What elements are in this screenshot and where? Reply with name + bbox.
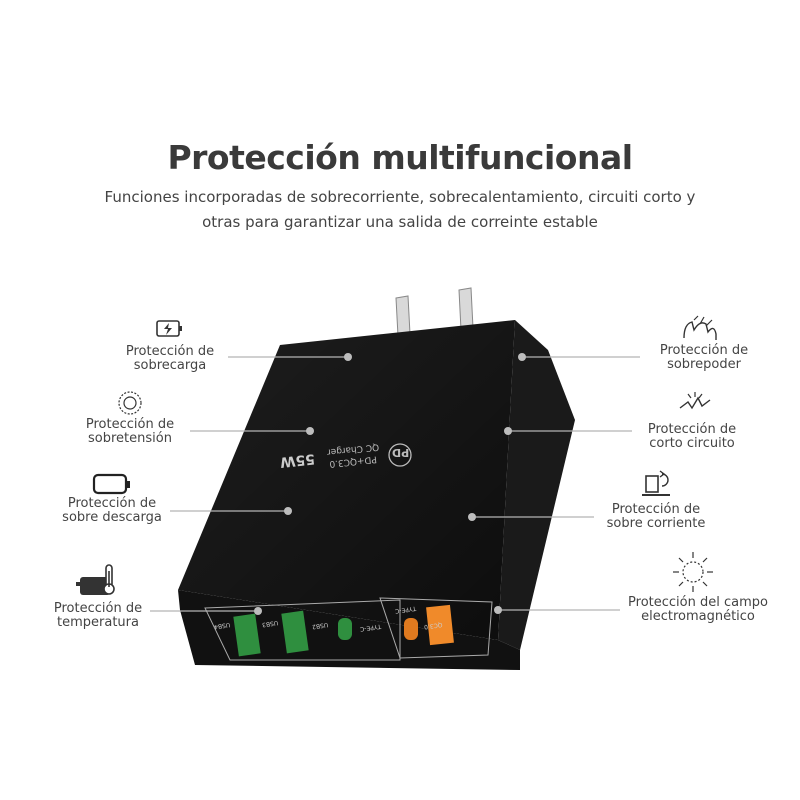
current-icon: [642, 470, 670, 496]
feature-overdischarge: Protección de sobre descarga: [50, 497, 174, 525]
battery-bolt-icon: [156, 320, 182, 337]
feature-line-2: sobre descarga: [62, 510, 162, 525]
feature-line-1: Protección de: [611, 502, 701, 517]
thermometer-icon: [76, 564, 115, 595]
feature-line-2: sobrepoder: [667, 357, 741, 372]
feature-line-1: Protección de: [53, 601, 143, 616]
feature-line-1: Protección del campo: [628, 595, 768, 610]
feature-line-2: sobre corriente: [606, 516, 706, 531]
feature-line-1: Protección de: [85, 417, 175, 432]
feature-line-2: temperatura: [57, 615, 139, 630]
feature-line-1: Protección de: [647, 422, 737, 437]
feature-line-1: Protección de: [67, 496, 157, 511]
feature-temperature: Protección de temperatura: [38, 602, 158, 630]
subtitle-line-1: Funciones incorporadas de sobrecorriente…: [104, 188, 696, 206]
surge-icon: [118, 391, 142, 415]
feature-overvoltage: Protección de sobretensión: [70, 418, 190, 446]
feature-line-2: sobrecarga: [133, 358, 207, 373]
spark-icon: [679, 392, 711, 410]
feature-short-circuit: Protección de corto circuito: [630, 423, 754, 451]
em-field-icon: [673, 552, 713, 592]
feature-overcurrent: Protección de sobre corriente: [596, 503, 716, 531]
pd-logo: PD: [392, 446, 410, 459]
empty-battery-icon: [92, 473, 130, 495]
feature-line-2: corto circuito: [649, 436, 735, 451]
feature-line-2: sobretensión: [88, 431, 172, 446]
hand-power-icon: [683, 315, 717, 340]
feature-line-2: electromagnético: [641, 609, 755, 624]
feature-overcharge: Protección de sobrecarga: [110, 345, 230, 373]
feature-overpower: Protección de sobrepoder: [644, 344, 764, 372]
feature-line-1: Protección de: [659, 343, 749, 358]
subtitle-line-2: otras para garantizar una salida de corr…: [202, 213, 598, 231]
feature-line-1: Protección de: [125, 344, 215, 359]
page-title: Protección multifuncional: [167, 138, 633, 177]
feature-em-field: Protección del campo electromagnético: [618, 596, 778, 624]
